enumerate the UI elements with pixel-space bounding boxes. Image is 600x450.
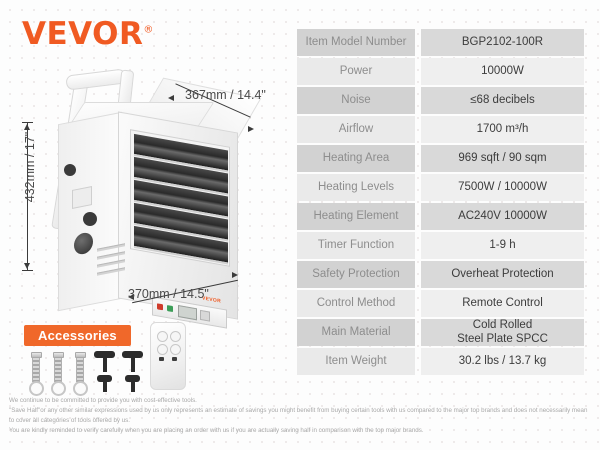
spec-value: 7500W / 10000W xyxy=(421,174,584,201)
spec-label: Item Weight xyxy=(297,348,415,375)
height-dimension-line xyxy=(27,123,28,271)
remote-button xyxy=(170,344,181,355)
remote-button xyxy=(157,331,168,342)
spec-value: 969 sqft / 90 sqm xyxy=(421,145,584,172)
registered-trademark-icon: ® xyxy=(143,24,154,36)
remote-button xyxy=(157,344,168,355)
power-button-red xyxy=(157,303,163,311)
louver-grille xyxy=(130,129,230,267)
panel-button xyxy=(200,309,210,322)
spec-label: Timer Function xyxy=(297,232,415,259)
width-arrow-left-icon xyxy=(128,294,134,300)
spec-row: Noise≤68 decibels xyxy=(297,87,584,114)
brand-name: VEVOR xyxy=(22,16,144,52)
spec-value: 30.2 lbs / 13.7 kg xyxy=(421,348,584,375)
spec-label: Item Model Number xyxy=(297,29,415,56)
spec-label: Heating Element xyxy=(297,203,415,230)
spec-value: 1700 m³/h xyxy=(421,116,584,143)
spec-label: Heating Levels xyxy=(297,174,415,201)
remote-indicator xyxy=(159,357,164,361)
remote-button xyxy=(170,331,181,342)
spec-label: Safety Protection xyxy=(297,261,415,288)
width-arrow-right-icon xyxy=(232,272,238,278)
spec-value: 1-9 h xyxy=(421,232,584,259)
height-dimension-cap-bottom xyxy=(22,270,33,271)
thumb-knob-icon xyxy=(122,351,143,372)
screw-icon xyxy=(74,352,86,382)
panel-display xyxy=(178,304,197,321)
depth-dimension-label: 367mm / 14.4" xyxy=(185,88,266,102)
remote-control xyxy=(150,322,186,390)
height-arrow-down-icon xyxy=(24,263,30,269)
width-dimension-label: 370mm / 14.5" xyxy=(128,287,209,301)
washer-icon xyxy=(29,381,44,396)
spec-value: 10000W xyxy=(421,58,584,85)
screw-icon xyxy=(30,352,42,382)
vevor-logo: VEVOR® xyxy=(22,19,154,50)
rating-label xyxy=(72,186,92,209)
thumb-knob-icon xyxy=(97,375,112,392)
disclaimer-line-2: "Save Half"or any other similar expressi… xyxy=(9,407,588,425)
spec-value: Overheat Protection xyxy=(421,261,584,288)
depth-arrow-right-icon xyxy=(248,126,254,132)
disclaimer-line-3: You are kindly reminded to verify carefu… xyxy=(9,427,424,435)
height-dimension-cap-top xyxy=(22,122,33,123)
washer-icon xyxy=(51,381,66,396)
washer-icon xyxy=(73,381,88,396)
mounting-bracket-top xyxy=(65,68,127,91)
spec-label: Airflow xyxy=(297,116,415,143)
remote-indicator xyxy=(172,357,177,361)
bracket-pivot-knob xyxy=(64,164,76,176)
spec-value: Remote Control xyxy=(421,290,584,317)
spec-value: BGP2102-100R xyxy=(421,29,584,56)
spec-label: Control Method xyxy=(297,290,415,317)
spec-label: Power xyxy=(297,58,415,85)
depth-arrow-left-icon xyxy=(168,95,174,101)
accessories-banner: Accessories xyxy=(24,325,131,346)
spec-label: Noise xyxy=(297,87,415,114)
bracket-pivot-knob xyxy=(83,212,97,226)
spec-value: AC240V 10000W xyxy=(421,203,584,230)
disclaimer-text: We continue to be committed to provide y… xyxy=(9,396,592,436)
disclaimer-line-1: We continue to be committed to provide y… xyxy=(9,397,197,404)
spec-value: ≤68 decibels xyxy=(421,87,584,114)
spec-label: Main Material xyxy=(297,319,415,346)
thumb-knob-icon xyxy=(125,375,140,392)
mode-button-green xyxy=(167,305,173,313)
height-dimension-label: 432mm / 17" xyxy=(23,131,37,203)
spec-label: Heating Area xyxy=(297,145,415,172)
screw-icon xyxy=(52,352,64,382)
product-illustration: VEVOR xyxy=(0,60,290,329)
thumb-knob-icon xyxy=(94,351,115,372)
height-arrow-up-icon xyxy=(24,124,30,130)
